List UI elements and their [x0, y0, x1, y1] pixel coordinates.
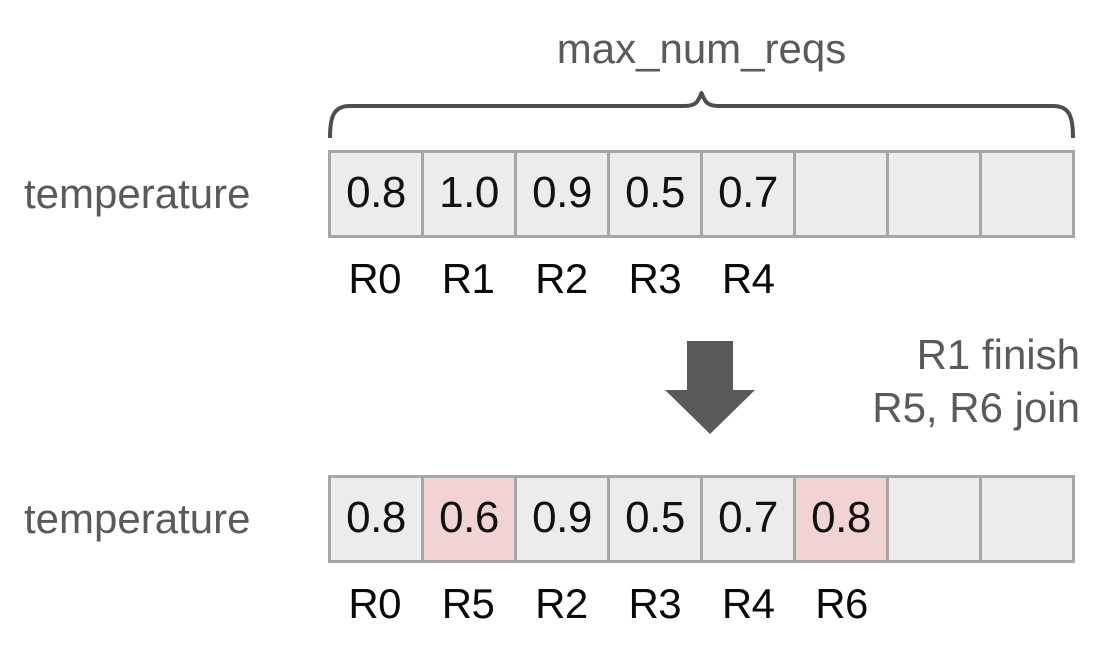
slot-value: 0.5: [625, 168, 685, 217]
row-label-temperature-before: temperature: [24, 170, 251, 217]
request-id-label: R1: [441, 255, 495, 302]
slot-cell[interactable]: 0.9: [517, 153, 610, 235]
slot-value: 0.9: [532, 493, 592, 542]
slot-table-after: 0.8 0.6 0.9 0.5 0.7 0.8: [328, 475, 1075, 563]
request-id-label: R3: [628, 255, 682, 302]
transition-note-line-2: R5, R6 join: [872, 384, 1080, 431]
request-id-label: R6: [815, 580, 868, 627]
slot-cell[interactable]: 0.8: [331, 478, 424, 560]
slot-cell-empty[interactable]: [889, 478, 982, 560]
slot-value: 0.6: [439, 493, 499, 542]
slot-cell[interactable]: 0.5: [610, 478, 703, 560]
request-id-label: R0: [348, 580, 402, 627]
slot-value: 0.8: [346, 493, 406, 542]
slot-cell-highlighted[interactable]: 0.8: [796, 478, 889, 560]
slot-cell-empty[interactable]: [982, 478, 1072, 560]
slot-table-before: 0.8 1.0 0.9 0.5 0.7: [328, 150, 1075, 238]
request-id-label: R2: [535, 255, 588, 302]
slot-value: 0.7: [718, 168, 778, 217]
request-id-label: R0: [348, 255, 402, 302]
slot-value: 0.8: [811, 493, 871, 542]
transition-note-line-1: R1 finish: [916, 331, 1080, 378]
row-label-temperature-after: temperature: [24, 495, 251, 542]
brace-caption-max-num-reqs: max_num_reqs: [556, 25, 847, 72]
slot-cell-empty[interactable]: [796, 153, 889, 235]
slot-cell[interactable]: 0.9: [517, 478, 610, 560]
slot-value: 0.9: [532, 168, 592, 217]
slot-cell-highlighted[interactable]: 0.6: [424, 478, 517, 560]
slot-value: 1.0: [439, 168, 499, 217]
request-id-label: R4: [721, 255, 775, 302]
slot-cell[interactable]: 1.0: [424, 153, 517, 235]
request-id-label: R5: [441, 580, 495, 627]
slot-cell-empty[interactable]: [982, 153, 1072, 235]
slot-cell[interactable]: 0.7: [703, 478, 796, 560]
request-id-label-empty: [888, 579, 981, 629]
slot-value: 0.5: [625, 493, 685, 542]
slot-cell[interactable]: 0.7: [703, 153, 796, 235]
request-id-row-after: R0 R5 R2 R3 R4 R6: [328, 579, 1075, 629]
request-id-label: R2: [535, 580, 588, 627]
down-arrow-icon: [664, 341, 756, 435]
slot-cell[interactable]: 0.8: [331, 153, 424, 235]
request-id-label: R3: [628, 580, 682, 627]
request-id-label: R4: [721, 580, 775, 627]
request-id-label-empty: [982, 579, 1075, 629]
slot-cell-empty[interactable]: [889, 153, 982, 235]
request-id-label-empty: [795, 254, 888, 304]
slot-cell[interactable]: 0.5: [610, 153, 703, 235]
slot-value: 0.7: [718, 493, 778, 542]
request-id-label-empty: [888, 254, 981, 304]
request-id-label-empty: [982, 254, 1075, 304]
slot-value: 0.8: [346, 168, 406, 217]
request-id-row-before: R0 R1 R2 R3 R4: [328, 254, 1075, 304]
transition-note: R1 finish R5, R6 join: [660, 328, 1080, 434]
curly-brace-icon: [328, 90, 1075, 138]
